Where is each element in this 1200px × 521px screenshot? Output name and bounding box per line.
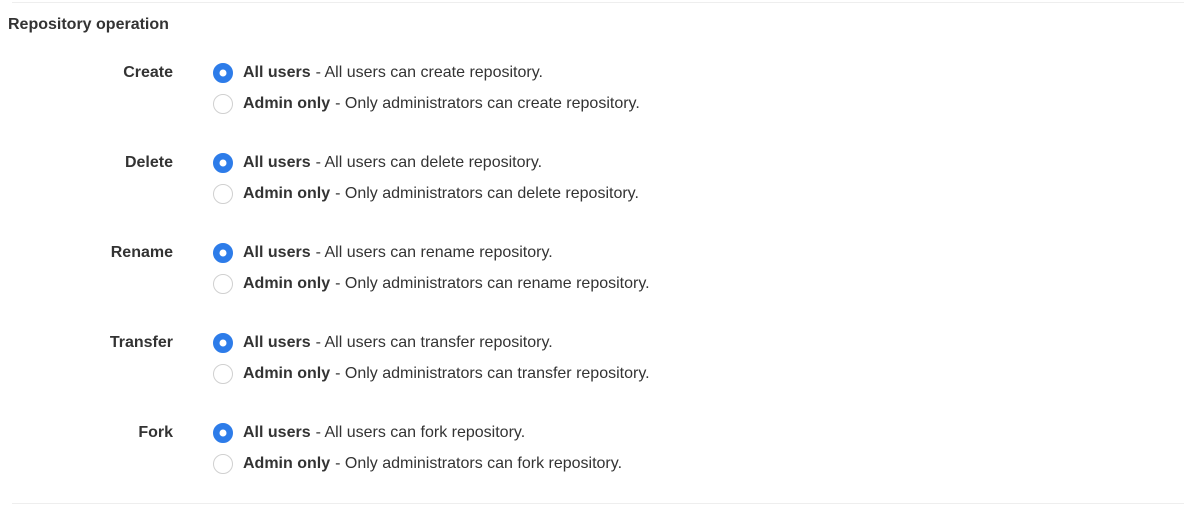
option-create-all-users[interactable]: All users- All users can create reposito… — [213, 57, 640, 88]
option-description: - Only administrators can fork repositor… — [335, 454, 623, 472]
form-group-fork: Fork All users- All users can fork repos… — [0, 417, 1200, 479]
option-name: Admin only — [243, 454, 331, 472]
radio-rename-admin-only[interactable] — [213, 273, 233, 294]
option-label: All users- All users can fork repository… — [243, 423, 525, 443]
option-name: All users — [243, 153, 311, 171]
options-rename: All users- All users can rename reposito… — [213, 237, 650, 299]
radio-transfer-admin-only[interactable] — [213, 363, 233, 384]
bottom-divider — [12, 503, 1184, 504]
group-label-create: Create — [123, 64, 173, 81]
option-name: Admin only — [243, 364, 331, 382]
option-label: Admin only- Only administrators can fork… — [243, 454, 622, 474]
radio-create-all-users[interactable] — [213, 62, 233, 83]
option-label: Admin only- Only administrators can rena… — [243, 274, 650, 294]
radio-create-admin-only[interactable] — [213, 93, 233, 114]
option-name: Admin only — [243, 274, 331, 292]
options-fork: All users- All users can fork repository… — [213, 417, 622, 479]
top-divider — [12, 2, 1184, 3]
option-description: - All users can rename repository. — [315, 243, 553, 261]
group-label-fork: Fork — [138, 424, 173, 441]
option-rename-admin-only[interactable]: Admin only- Only administrators can rena… — [213, 268, 650, 299]
option-create-admin-only[interactable]: Admin only- Only administrators can crea… — [213, 88, 640, 119]
options-delete: All users- All users can delete reposito… — [213, 147, 639, 209]
option-fork-all-users[interactable]: All users- All users can fork repository… — [213, 417, 622, 448]
option-rename-all-users[interactable]: All users- All users can rename reposito… — [213, 237, 650, 268]
group-label-delete: Delete — [124, 154, 173, 171]
option-name: All users — [243, 333, 311, 351]
option-description: - Only administrators can transfer repos… — [335, 364, 650, 382]
option-name: All users — [243, 423, 311, 441]
option-name: Admin only — [243, 94, 331, 112]
radio-delete-admin-only[interactable] — [213, 183, 233, 204]
option-name: All users — [243, 63, 311, 81]
group-label-transfer: Transfer — [109, 334, 173, 351]
form-group-create: Create All users- All users can create r… — [0, 57, 1200, 119]
group-label-rename: Rename — [110, 244, 173, 261]
radio-fork-all-users[interactable] — [213, 422, 233, 443]
option-label: Admin only- Only administrators can dele… — [243, 184, 639, 204]
option-name: All users — [243, 243, 311, 261]
options-create: All users- All users can create reposito… — [213, 57, 640, 119]
option-description: - All users can fork repository. — [315, 423, 526, 441]
section-title: Repository operation — [8, 16, 169, 33]
option-description: - All users can create repository. — [315, 63, 543, 81]
radio-transfer-all-users[interactable] — [213, 332, 233, 353]
repository-operation-form: Create All users- All users can create r… — [0, 57, 1200, 479]
option-label: All users- All users can rename reposito… — [243, 243, 553, 263]
option-label: Admin only- Only administrators can crea… — [243, 94, 640, 114]
form-group-delete: Delete All users- All users can delete r… — [0, 147, 1200, 209]
radio-delete-all-users[interactable] — [213, 152, 233, 173]
option-description: - Only administrators can delete reposit… — [335, 184, 639, 202]
option-transfer-all-users[interactable]: All users- All users can transfer reposi… — [213, 327, 650, 358]
option-label: Admin only- Only administrators can tran… — [243, 364, 650, 384]
option-label: All users- All users can transfer reposi… — [243, 333, 553, 353]
options-transfer: All users- All users can transfer reposi… — [213, 327, 650, 389]
form-group-rename: Rename All users- All users can rename r… — [0, 237, 1200, 299]
option-name: Admin only — [243, 184, 331, 202]
option-fork-admin-only[interactable]: Admin only- Only administrators can fork… — [213, 448, 622, 479]
option-description: - Only administrators can create reposit… — [335, 94, 640, 112]
option-description: - All users can transfer repository. — [315, 333, 553, 351]
option-delete-all-users[interactable]: All users- All users can delete reposito… — [213, 147, 639, 178]
option-description: - All users can delete repository. — [315, 153, 543, 171]
radio-rename-all-users[interactable] — [213, 242, 233, 263]
option-label: All users- All users can create reposito… — [243, 63, 543, 83]
option-label: All users- All users can delete reposito… — [243, 153, 542, 173]
option-description: - Only administrators can rename reposit… — [335, 274, 650, 292]
radio-fork-admin-only[interactable] — [213, 453, 233, 474]
option-delete-admin-only[interactable]: Admin only- Only administrators can dele… — [213, 178, 639, 209]
form-group-transfer: Transfer All users- All users can transf… — [0, 327, 1200, 389]
option-transfer-admin-only[interactable]: Admin only- Only administrators can tran… — [213, 358, 650, 389]
